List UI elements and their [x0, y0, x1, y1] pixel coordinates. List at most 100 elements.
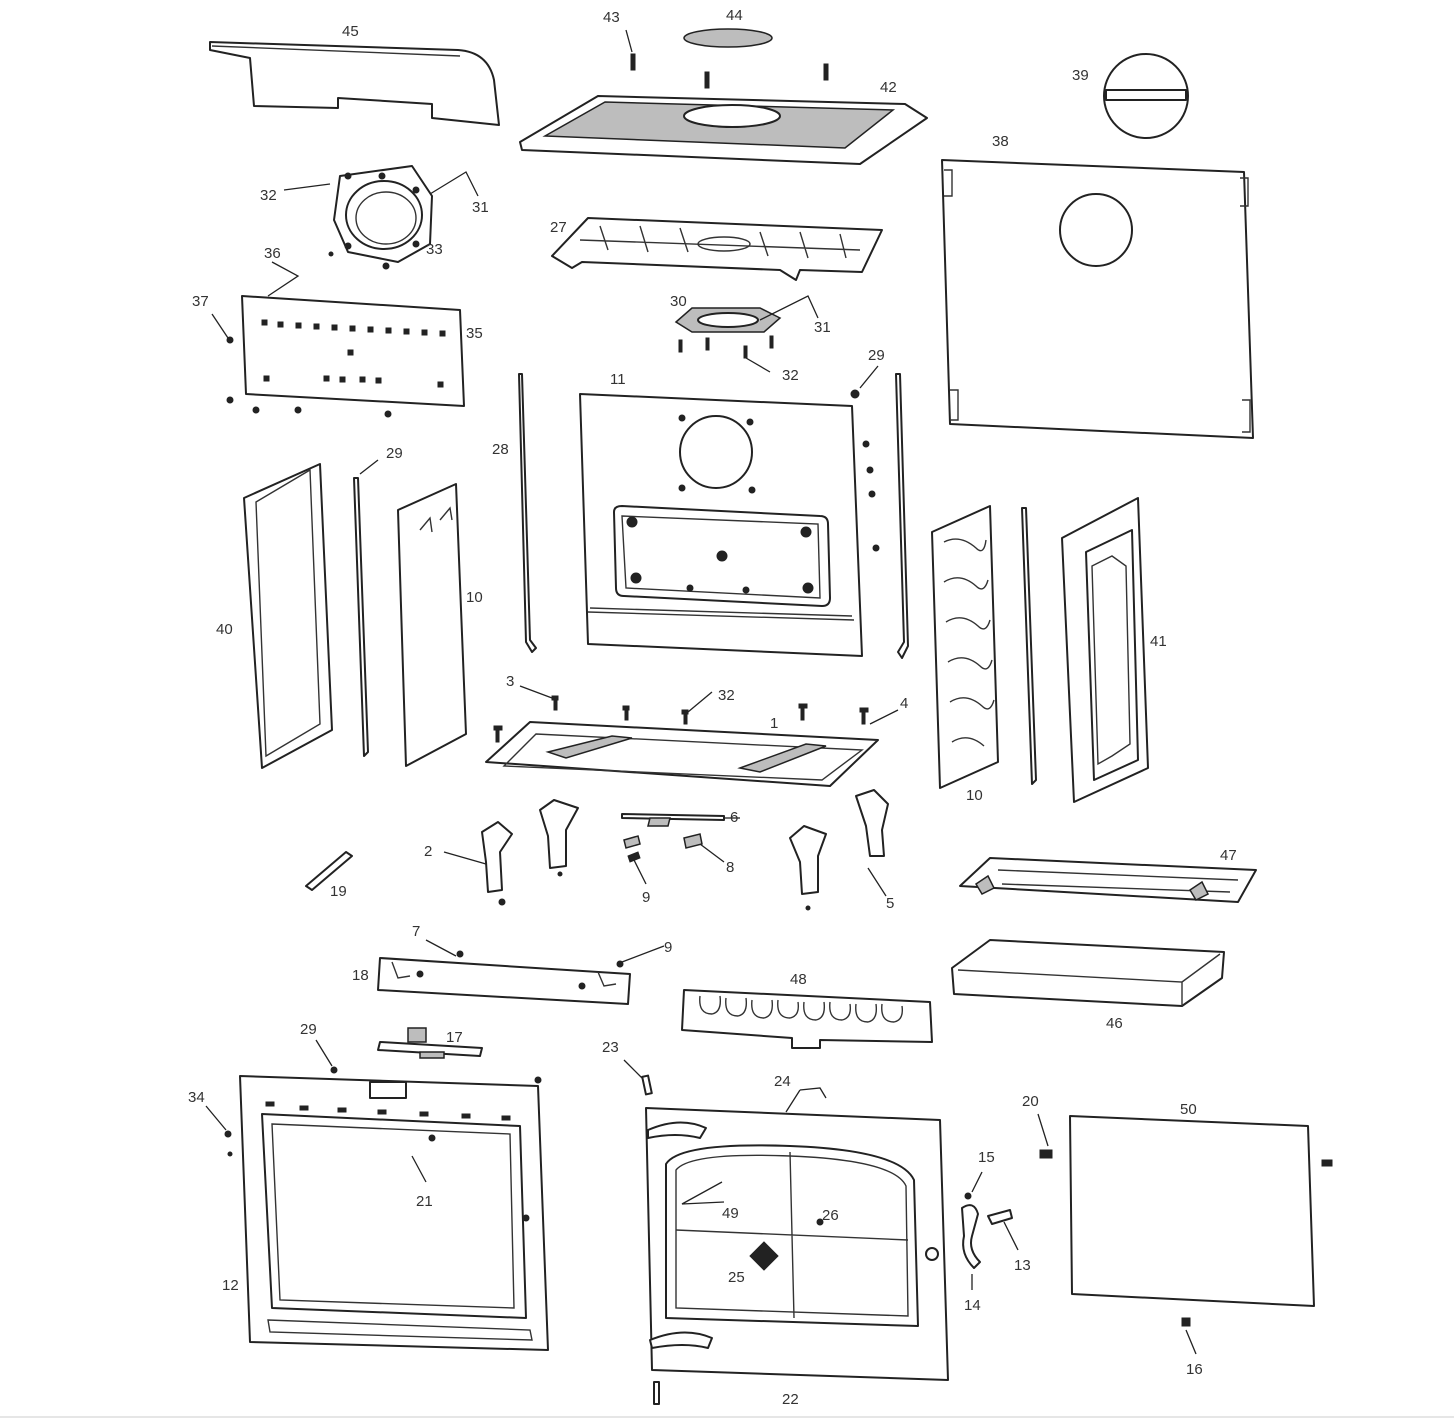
callout-8: 8 — [726, 859, 734, 876]
part-29-bolt-top — [850, 389, 860, 399]
leader-lines — [205, 29, 1197, 1355]
part-42-screw-right — [823, 63, 829, 81]
part-17-latch-plate — [377, 1027, 483, 1059]
part-46-ash-pan — [951, 939, 1225, 1007]
callout-28: 28 — [492, 441, 509, 458]
callout-38: 38 — [992, 133, 1009, 150]
callout-37: 37 — [192, 293, 209, 310]
callout-9b: 9 — [664, 939, 672, 956]
callout-24: 24 — [774, 1073, 791, 1090]
part-29-side-rod — [353, 477, 369, 757]
part-23-pin — [641, 1074, 653, 1096]
callout-labels: 45 43 44 42 39 38 32 31 33 27 36 37 35 3… — [188, 7, 1237, 1408]
callout-34: 34 — [188, 1089, 205, 1106]
part-47-grate — [959, 857, 1257, 903]
callout-12: 12 — [222, 1277, 239, 1294]
callout-29c: 29 — [300, 1021, 317, 1038]
callout-47: 47 — [1220, 847, 1237, 864]
callout-49: 49 — [722, 1205, 739, 1222]
callout-39: 39 — [1072, 67, 1089, 84]
callout-41: 41 — [1150, 633, 1167, 650]
part-9-screw — [627, 851, 641, 863]
part-39-round-cover — [1103, 53, 1189, 139]
part-50-glass-panel — [1039, 1115, 1333, 1327]
callout-29b: 29 — [386, 445, 403, 462]
part-18-ash-lip — [377, 950, 631, 1005]
callout-2: 2 — [424, 843, 432, 860]
part-leg-rear-left — [539, 799, 579, 877]
part-44-hotplate-ring — [683, 28, 773, 48]
callout-1: 1 — [770, 715, 778, 732]
callout-18: 18 — [352, 967, 369, 984]
callout-36: 36 — [264, 245, 281, 262]
callout-7: 7 — [412, 923, 420, 940]
callout-44: 44 — [726, 7, 743, 24]
callout-23: 23 — [602, 1039, 619, 1056]
part-14-door-handle — [961, 1192, 1013, 1269]
part-leg-rear-right — [789, 825, 827, 911]
part-right-tie-rod — [1021, 507, 1037, 785]
callout-33: 33 — [426, 241, 443, 258]
callout-25: 25 — [728, 1269, 745, 1286]
part-42-screw-left — [704, 71, 710, 89]
part-6-air-slider — [647, 817, 671, 827]
part-6-air-rod — [621, 813, 725, 821]
callout-14: 14 — [964, 1297, 981, 1314]
part-leg-front-right — [855, 789, 889, 857]
callout-22: 22 — [782, 1391, 799, 1408]
part-35-heat-shield — [226, 295, 465, 418]
callout-21: 21 — [416, 1193, 433, 1210]
callout-9a: 9 — [642, 889, 650, 906]
callout-48: 48 — [790, 971, 807, 988]
callout-26: 26 — [822, 1207, 839, 1224]
callout-32c: 32 — [718, 687, 735, 704]
callout-31a: 31 — [472, 199, 489, 216]
part-28-tie-rod-right — [895, 373, 909, 659]
callout-29a: 29 — [868, 347, 885, 364]
part-38-back-panel — [941, 159, 1254, 439]
callout-40: 40 — [216, 621, 233, 638]
part-48-front-grate-bar — [681, 989, 933, 1049]
callout-32a: 32 — [260, 187, 277, 204]
callout-6: 6 — [730, 809, 738, 826]
part-30-flue-gasket — [674, 307, 782, 359]
callout-4: 4 — [900, 695, 908, 712]
callout-5: 5 — [886, 895, 894, 912]
part-45-top-deflector — [209, 41, 500, 126]
part-8-bracket — [683, 833, 703, 849]
part-2-leg-front-left — [481, 821, 513, 906]
callout-13: 13 — [1014, 1257, 1031, 1274]
part-11-rear-firebox-plate — [579, 393, 880, 657]
part-42-top-plate — [519, 95, 928, 165]
part-28-tie-rod-left — [518, 373, 537, 653]
callout-42: 42 — [880, 79, 897, 96]
callout-15: 15 — [978, 1149, 995, 1166]
part-40-left-side-panel — [243, 463, 333, 769]
callout-19: 19 — [330, 883, 347, 900]
callout-50: 50 — [1180, 1101, 1197, 1118]
callout-46: 46 — [1106, 1015, 1123, 1032]
callout-30: 30 — [670, 293, 687, 310]
part-12-side-loading-door — [224, 1066, 549, 1351]
part-22-front-door — [645, 1107, 949, 1405]
callout-31b: 31 — [814, 319, 831, 336]
part-33-flue-collar — [328, 165, 433, 270]
part-43-screw — [630, 53, 636, 71]
part-10-right-liner — [931, 505, 999, 789]
callout-16: 16 — [1186, 1361, 1203, 1378]
callout-43: 43 — [603, 9, 620, 26]
callout-3: 3 — [506, 673, 514, 690]
callout-10b: 10 — [966, 787, 983, 804]
callout-11: 11 — [610, 371, 626, 388]
callout-20: 20 — [1022, 1093, 1039, 1110]
part-10-left-firebrick — [397, 483, 467, 767]
part-bracket-small — [623, 835, 641, 849]
part-41-right-side-panel — [1061, 497, 1149, 803]
part-19-poker — [305, 851, 353, 891]
callout-10a: 10 — [466, 589, 483, 606]
part-1-base-plate — [485, 695, 879, 787]
callout-32b: 32 — [782, 367, 799, 384]
callout-27: 27 — [550, 219, 567, 236]
part-27-top-baffle — [551, 217, 883, 281]
